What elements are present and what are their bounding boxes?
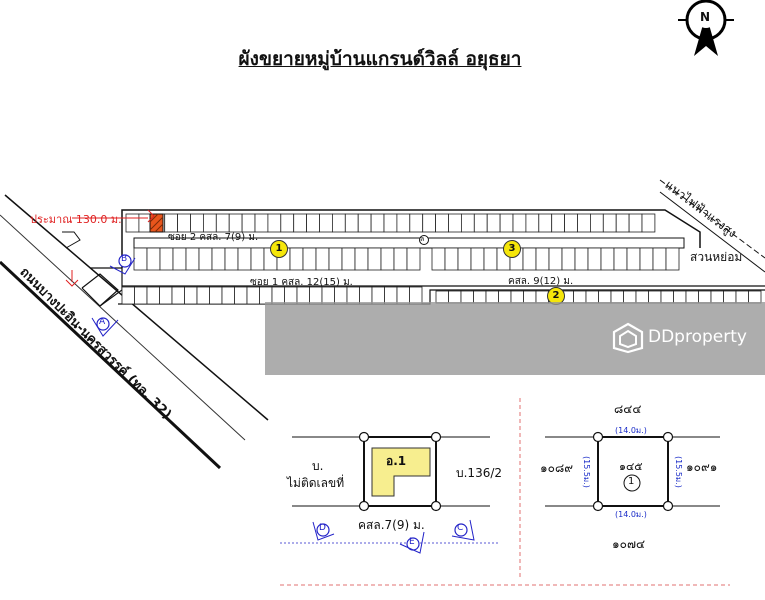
parcel-marker-label: 1 [628,476,635,487]
powerline-boundary [659,179,765,259]
lot-label: อ.1 [386,454,407,468]
soi2-label: ซอย 2 คสล. 7(9) ม. [168,232,259,243]
watermark-brand: DDproperty [648,327,747,347]
parcel-top-neighbor: ๘๔๔ [614,402,642,416]
parcel-bottom-dimension: (14.0ม.) [615,510,647,519]
ddproperty-logo-icon [612,322,644,354]
neighbor-right: บ.136/2 [456,466,503,480]
parcel-left-neighbor: ๑๐๘๙ [540,461,573,475]
parcel-boundary [597,436,669,507]
watermark-band [265,302,765,375]
north-arrow-icon [678,0,734,56]
neighbor-left-line2: ไม่ติดเลขที่ [287,476,345,490]
map-title: ผังขยายหมู่บ้านแกรนด์วิลล์ อยุธยา [238,48,522,70]
viewpoint-d-icon [312,521,335,541]
parcel-marker-circle [623,474,641,492]
neighbor-left-line1: บ. [312,459,324,473]
viewpoint-d-label: D [319,523,326,533]
soi-right-label: คสล. 9(12) ม. [508,276,574,287]
entrance-road [90,267,123,307]
entrance-gate [81,273,119,307]
lot-marker: 2 [547,287,565,305]
parcel-right-dimension: (15.5ม.) [674,456,683,488]
north-label: N [700,10,711,24]
lot-marker: 3 [503,240,521,258]
project-boundary-top [121,209,701,268]
landmark-symbol: ล [420,235,425,243]
viewpoint-e-icon [399,531,425,554]
road-arrow-sign [62,231,81,249]
highway-centerline [0,214,246,441]
viewpoint-b-label: B [121,254,128,264]
house-footprint [371,447,431,497]
landmark-circle [419,235,429,245]
soi1-label: ซอย 1 คสล. 12(15) ม. [250,277,353,288]
lot-cell [665,247,680,271]
lot-cell [406,247,421,271]
lot-marker: 1 [270,240,288,258]
viewpoint-e-label: E [409,537,415,547]
viewpoint-a-label: A [99,317,106,327]
parcel-bottom-neighbor: ๑๐๗๔ [612,537,646,551]
lot-cell [641,213,656,233]
parcel-number: ๑๔๕ [619,460,643,473]
viewpoint-c-label: C [457,523,464,533]
highway-edge-top [4,194,269,421]
lot-road-label: คสล.7(9) ม. [358,518,425,532]
parcel-left-dimension: (15.5ม.) [582,456,591,488]
highway-edge-bottom [0,260,222,470]
viewpoint-c-icon [451,519,475,541]
parcel-right-neighbor: ๑๐๙๑ [686,460,718,474]
garden-label: สวนหย่อม [690,250,743,264]
garden-boundary [659,191,765,273]
distance-label: ประมาณ 130.0 ม. [30,213,122,226]
parcel-top-dimension: (14.0ม.) [615,426,647,435]
